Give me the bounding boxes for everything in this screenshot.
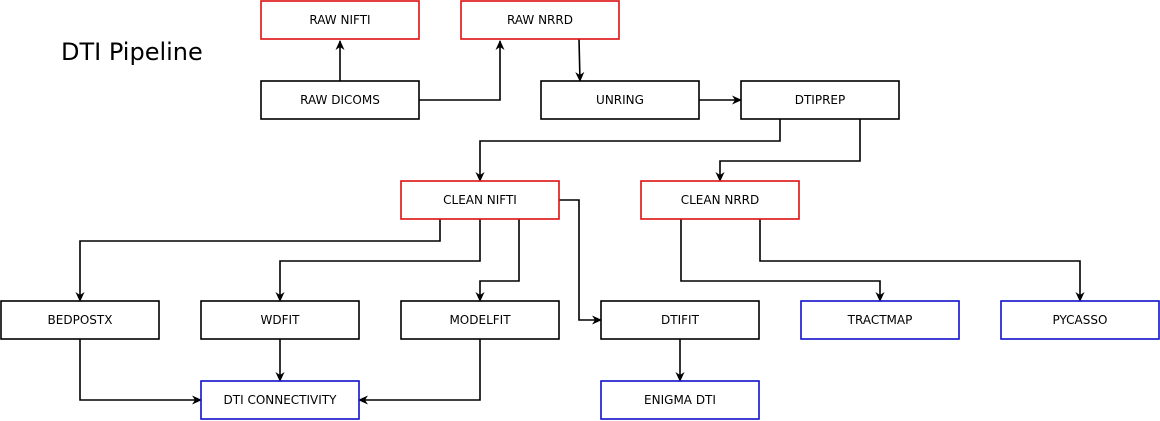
node-dtifit: DTIFIT xyxy=(600,300,760,340)
edge-clean-nifti-to-modelfit xyxy=(475,219,520,302)
node-label: BEDPOSTX xyxy=(48,313,113,327)
node-unring: UNRING xyxy=(540,80,700,120)
node-box xyxy=(200,380,360,420)
node-label: RAW DICOMS xyxy=(300,93,380,107)
node-box xyxy=(740,80,900,120)
node-label: DTIPREP xyxy=(795,93,846,107)
diagram-title: DTI Pipeline xyxy=(61,38,203,66)
node-label: TRACTMAP xyxy=(847,313,913,327)
node-box xyxy=(200,300,360,340)
edge-clean-nrrd-to-pycasso xyxy=(759,219,1085,302)
edges-layer xyxy=(75,38,1085,405)
node-box xyxy=(540,80,700,120)
node-box xyxy=(460,0,620,40)
node-label: PYCASSO xyxy=(1053,313,1108,327)
node-label: DTIFIT xyxy=(661,313,700,327)
edge-dtiprep-to-clean-nrrd xyxy=(715,119,861,182)
node-raw-nifti: RAW NIFTI xyxy=(260,0,420,40)
node-box xyxy=(600,300,760,340)
node-box xyxy=(1000,300,1160,340)
edge-modelfit-to-dti-connectivity xyxy=(358,339,481,405)
node-wdfit: WDFIT xyxy=(200,300,360,340)
node-raw-dicoms: RAW DICOMS xyxy=(260,80,420,120)
node-box xyxy=(0,300,160,340)
node-box xyxy=(260,0,420,40)
node-label: RAW NIFTI xyxy=(309,13,370,27)
node-box xyxy=(260,80,420,120)
node-pycasso: PYCASSO xyxy=(1000,300,1160,340)
node-label: MODELFIT xyxy=(449,313,511,327)
node-dti-connectivity: DTI CONNECTIVITY xyxy=(200,380,360,420)
edge-clean-nifti-to-dtifit xyxy=(559,199,602,325)
edge-clean-nifti-to-wdfit xyxy=(275,219,481,302)
edge-raw-nrrd-to-unring xyxy=(575,38,585,82)
edge-clean-nrrd-to-tractmap xyxy=(680,219,885,302)
node-label: WDFIT xyxy=(261,313,301,327)
node-label: CLEAN NIFTI xyxy=(443,193,517,207)
node-tractmap: TRACTMAP xyxy=(800,300,960,340)
edge-clean-nifti-to-bedpostx xyxy=(75,219,441,302)
edge-dtiprep-to-clean-nifti xyxy=(475,119,781,182)
node-label: CLEAN NRRD xyxy=(681,193,760,207)
node-clean-nifti: CLEAN NIFTI xyxy=(400,180,560,220)
node-box xyxy=(800,300,960,340)
node-box xyxy=(640,180,800,220)
edge-bedpostx-to-dti-connectivity xyxy=(79,339,202,405)
node-modelfit: MODELFIT xyxy=(400,300,560,340)
node-label: UNRING xyxy=(596,93,644,107)
node-box xyxy=(400,180,560,220)
node-label: ENIGMA DTI xyxy=(644,393,716,407)
node-clean-nrrd: CLEAN NRRD xyxy=(640,180,800,220)
node-label: DTI CONNECTIVITY xyxy=(224,393,338,407)
node-label: RAW NRRD xyxy=(507,13,573,27)
node-box xyxy=(600,380,760,420)
node-bedpostx: BEDPOSTX xyxy=(0,300,160,340)
node-dtiprep: DTIPREP xyxy=(740,80,900,120)
node-box xyxy=(400,300,560,340)
edge-raw-dicoms-to-raw-nrrd xyxy=(419,40,505,101)
node-enigma-dti: ENIGMA DTI xyxy=(600,380,760,420)
node-raw-nrrd: RAW NRRD xyxy=(460,0,620,40)
